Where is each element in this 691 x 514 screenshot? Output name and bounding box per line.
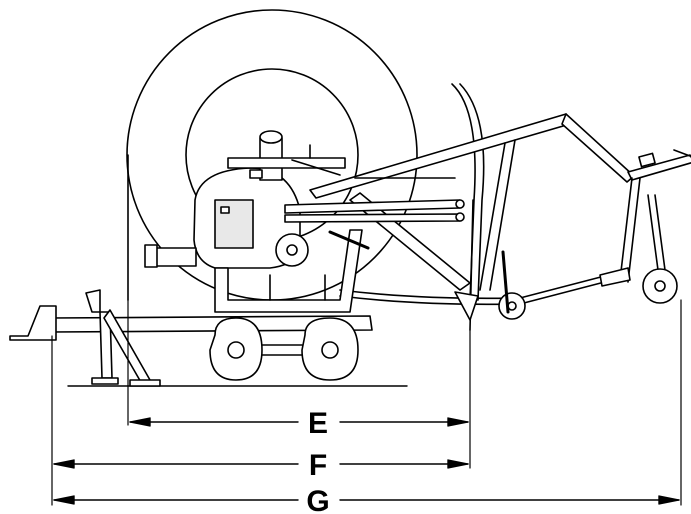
chassis-frame [144, 229, 370, 313]
wheels [209, 317, 359, 381]
tow-bar [9, 289, 373, 387]
hose-line [339, 250, 631, 320]
gun-cart [619, 149, 691, 304]
dimension-G: G [53, 485, 680, 514]
dimension-E: E [129, 407, 469, 440]
gearbox-housing [193, 130, 346, 269]
drive-rods [284, 177, 465, 223]
dimension-label-F: F [309, 449, 327, 482]
boom-arm [309, 113, 635, 291]
dimension-F: F [53, 449, 469, 482]
extension-lines [51, 299, 682, 506]
dimension-label-E: E [308, 407, 328, 440]
dimension-label-G: G [306, 485, 329, 514]
